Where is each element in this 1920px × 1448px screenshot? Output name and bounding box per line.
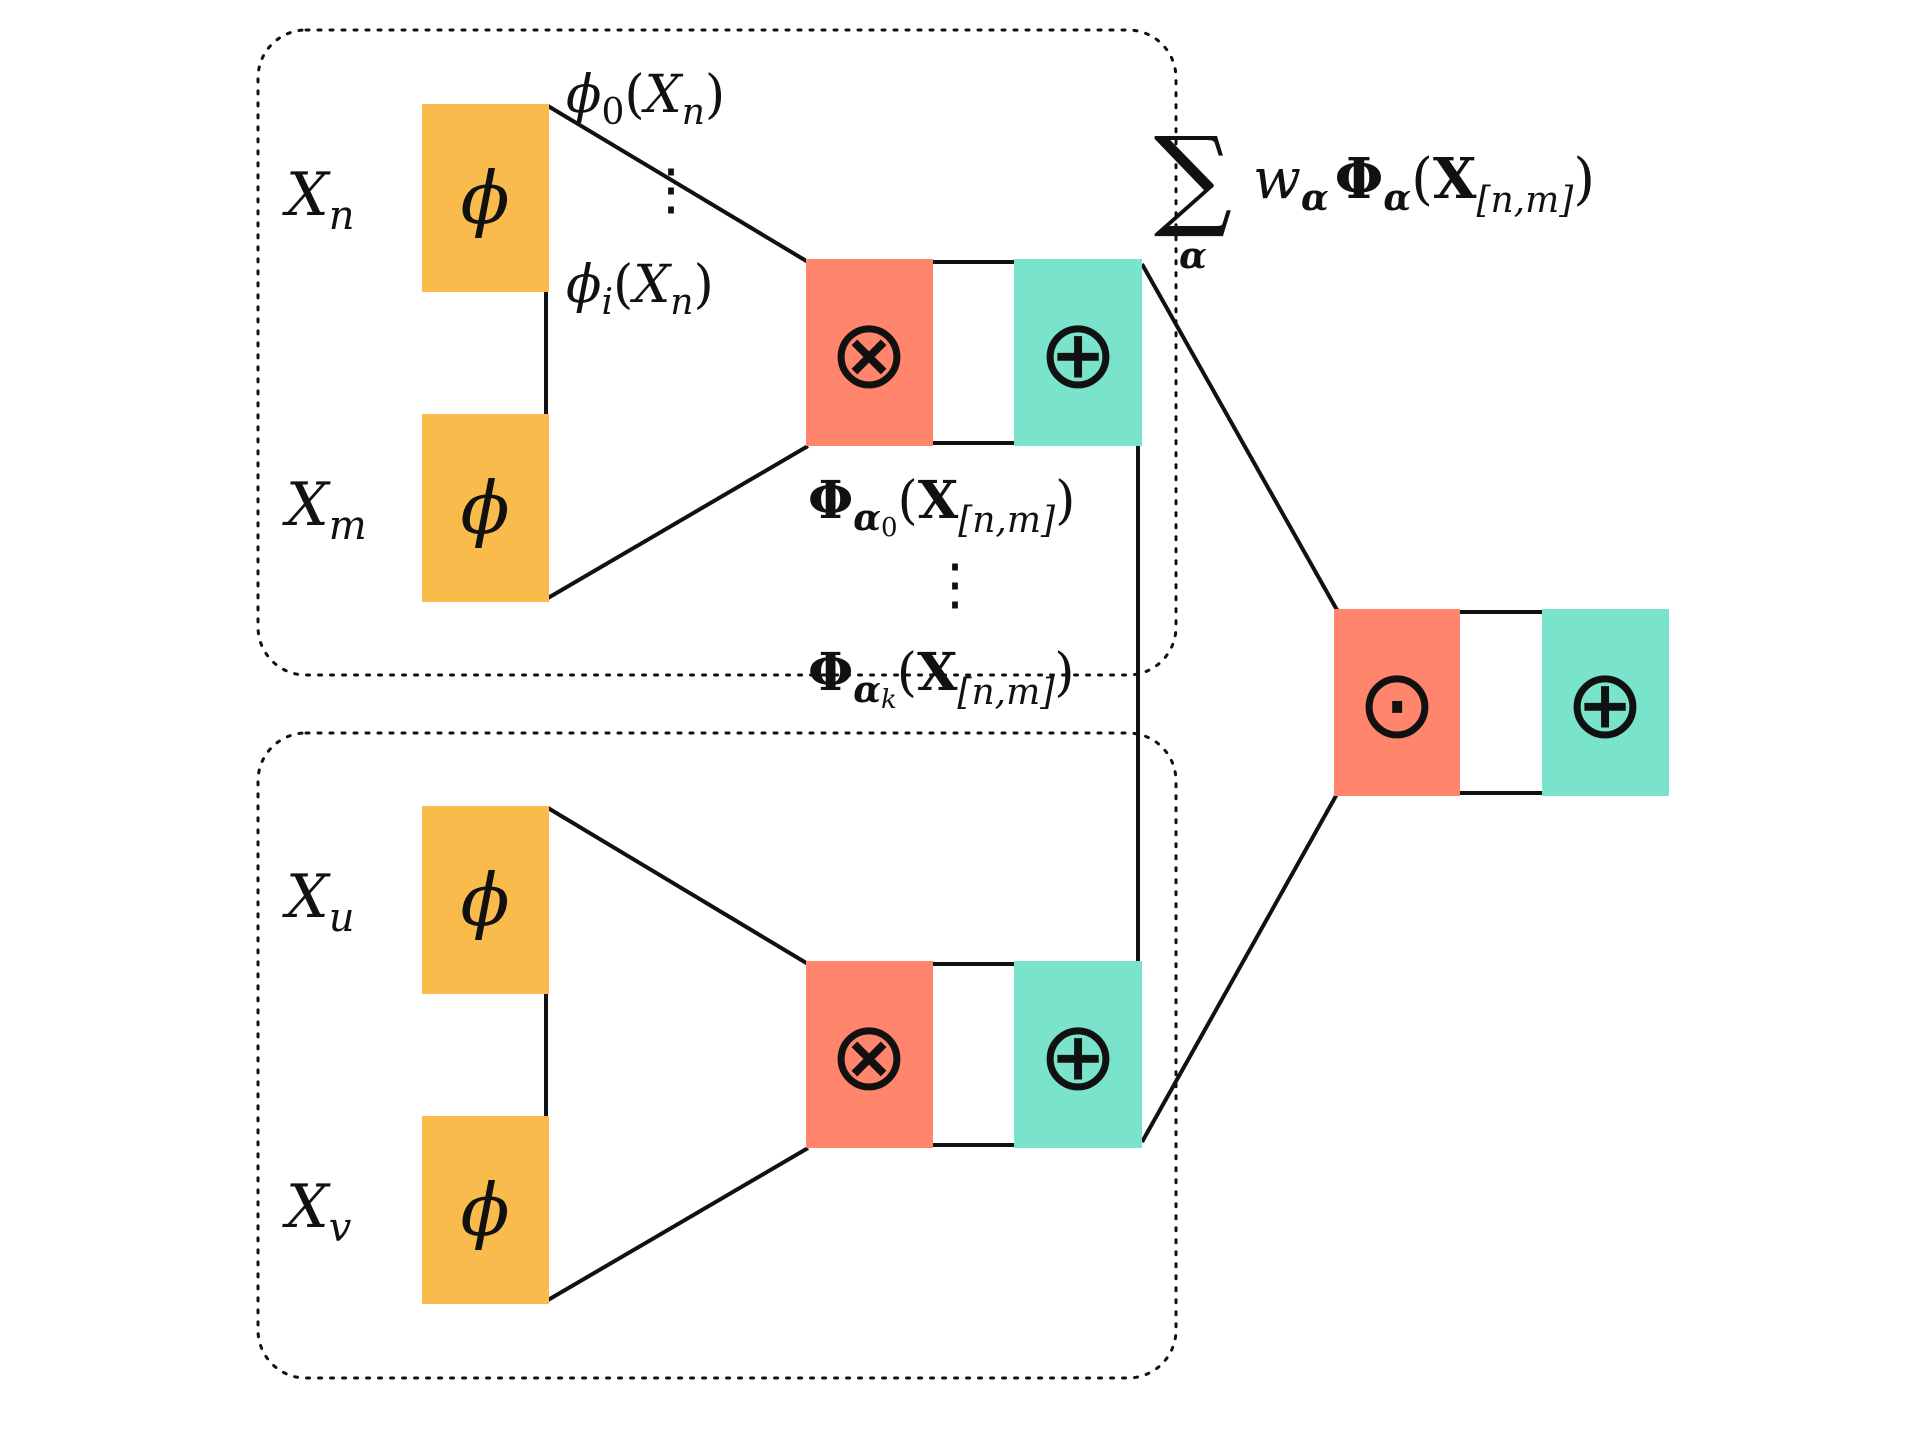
input-label-xm: Xm bbox=[282, 470, 367, 549]
vdots-phi: ⋮ bbox=[643, 158, 699, 223]
direct-sum-block-final-rect bbox=[1542, 609, 1669, 796]
edge-phin-prod1 bbox=[546, 104, 810, 264]
tensor-product-block-lower-rect bbox=[806, 961, 933, 1148]
phi-block-m-rect bbox=[422, 414, 549, 602]
label-phi-alphak: Φαk(X[n,m]) bbox=[808, 642, 1075, 715]
vdots-Phi: ⋮ bbox=[927, 553, 983, 618]
direct-sum-symbol: ⊕ bbox=[1038, 298, 1118, 410]
dot-product-symbol: ⊙ bbox=[1357, 648, 1437, 760]
phi-symbol: ϕ bbox=[460, 156, 509, 240]
input-label-xv: Xv bbox=[282, 1172, 352, 1251]
input-label-xn: Xn bbox=[282, 160, 354, 239]
phi-block-u: ϕ bbox=[422, 806, 549, 994]
direct-sum-symbol: ⊕ bbox=[1038, 1000, 1118, 1112]
sigma-subscript: α bbox=[1179, 235, 1207, 277]
connection-lines bbox=[544, 104, 1542, 1302]
tensor-product-symbol: ⊗ bbox=[829, 1000, 909, 1112]
direct-sum-block-upper-rect bbox=[1014, 259, 1142, 446]
dot-product-block-rect bbox=[1334, 609, 1460, 796]
tensor-product-block-upper-rect bbox=[806, 259, 933, 446]
edge-sum1-dot bbox=[1140, 263, 1339, 611]
label-phi0-xn: ϕ0(Xn) bbox=[566, 65, 725, 133]
phi-symbol: ϕ bbox=[460, 466, 509, 550]
edge-phim-prod1 bbox=[546, 444, 810, 600]
tensor-product-symbol: ⊗ bbox=[829, 298, 909, 410]
direct-sum-block-lower-rect bbox=[1014, 961, 1142, 1148]
sigma-symbol: ∑ bbox=[1154, 113, 1233, 241]
direct-sum-symbol: ⊕ bbox=[1565, 648, 1645, 760]
phi-block-v-rect bbox=[422, 1116, 549, 1304]
label-phii-xn: ϕi(Xn) bbox=[566, 255, 714, 323]
upper-group-border bbox=[256, 28, 1178, 677]
edge-phiv-prod2 bbox=[546, 1146, 810, 1302]
phi-symbol: ϕ bbox=[460, 858, 509, 942]
direct-sum-block-upper: ⊕ bbox=[1014, 259, 1142, 446]
phi-block-m: ϕ bbox=[422, 414, 549, 602]
direct-sum-block-lower: ⊕ bbox=[1014, 961, 1142, 1148]
phi-block-n-rect bbox=[422, 104, 549, 292]
tensor-product-block-upper: ⊗ bbox=[806, 259, 933, 446]
tensor-product-block-lower: ⊗ bbox=[806, 961, 933, 1148]
lower-group-border bbox=[256, 731, 1178, 1380]
phi-block-n: ϕ bbox=[422, 104, 549, 292]
edge-phiu-prod2 bbox=[546, 806, 810, 966]
input-label-xu: Xu bbox=[282, 862, 354, 941]
phi-symbol: ϕ bbox=[460, 1168, 509, 1252]
dot-product-block: ⊙ bbox=[1334, 609, 1460, 796]
edge-sum2-dot bbox=[1140, 793, 1339, 1143]
phi-block-u-rect bbox=[422, 806, 549, 994]
label-phi-alpha0: Φα0(X[n,m]) bbox=[808, 470, 1075, 543]
phi-block-v: ϕ bbox=[422, 1116, 549, 1304]
direct-sum-block-final: ⊕ bbox=[1542, 609, 1669, 796]
